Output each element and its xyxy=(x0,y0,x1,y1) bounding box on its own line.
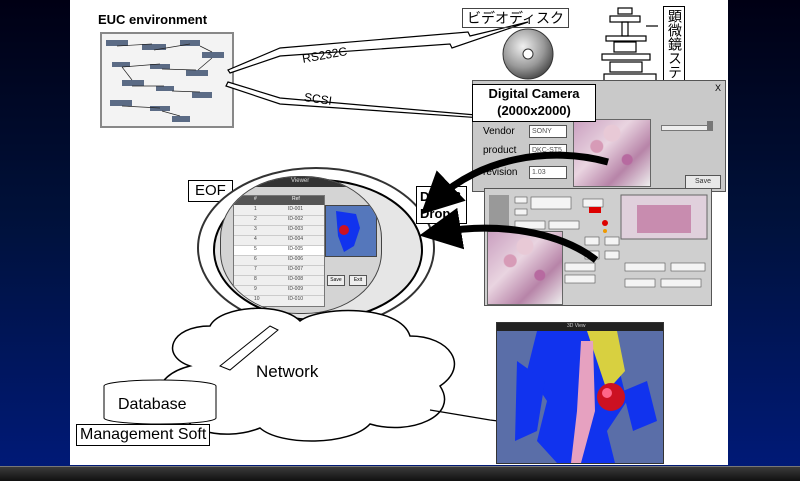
eof-thumbnail-image xyxy=(325,205,377,257)
image-control-panel xyxy=(484,188,712,306)
vendor-field[interactable]: SONY xyxy=(529,125,567,138)
video-disk-icon xyxy=(502,28,554,80)
eof-row-4-id: 4 xyxy=(254,236,257,242)
table-row[interactable]: 5 ID-005 xyxy=(234,246,324,256)
eof-row-9-ref: ID-009 xyxy=(288,286,304,292)
eof-row-6-id: 6 xyxy=(254,256,257,262)
eof-row-7-id: 7 xyxy=(254,266,257,272)
digital-camera-resolution: (2000x2000) xyxy=(497,103,571,118)
eof-titlebar xyxy=(221,177,381,187)
eof-row-2-id: 2 xyxy=(254,216,257,222)
eof-exit-button[interactable]: Exit xyxy=(349,275,367,286)
product-label: product xyxy=(483,145,517,156)
euc-flow-diagram xyxy=(102,34,232,126)
revision-field[interactable]: 1.03 xyxy=(529,166,567,179)
digital-camera-caption: Digital Camera (2000x2000) xyxy=(472,84,596,122)
drag-arrows xyxy=(419,151,609,263)
control-panel-widgets xyxy=(489,194,708,288)
eof-title: Viewer xyxy=(291,178,310,184)
3d-viewer-titlebar xyxy=(497,323,663,331)
network-label: Network xyxy=(256,362,319,381)
slider-knob[interactable] xyxy=(707,121,713,131)
table-row[interactable]: 7 ID-007 xyxy=(234,266,324,276)
camera-save-button[interactable]: Save xyxy=(685,175,721,189)
microscope-icon xyxy=(601,7,658,85)
eof-row-10-id: 10 xyxy=(254,296,260,302)
eof-col-b: Ref xyxy=(292,196,300,202)
table-row[interactable]: 3 ID-003 xyxy=(234,226,324,236)
eof-row-3-ref: ID-003 xyxy=(288,226,304,232)
table-row[interactable]: 1 ID-001 xyxy=(234,206,324,216)
close-icon[interactable]: X xyxy=(714,83,721,93)
eof-row-1-ref: ID-001 xyxy=(288,206,304,212)
database-icon xyxy=(103,379,217,425)
table-row[interactable]: 4 ID-004 xyxy=(234,236,324,246)
video-disk-label: ビデオディスク xyxy=(462,8,570,28)
3d-vessel-render xyxy=(497,331,663,463)
eof-row-1-id: 1 xyxy=(254,206,257,212)
histology-image xyxy=(487,231,563,305)
eof-row-8-ref: ID-008 xyxy=(288,276,304,282)
table-row[interactable]: 9 ID-009 xyxy=(234,286,324,296)
3d-viewer-title: 3D View xyxy=(567,323,586,329)
digital-camera-title: Digital Camera xyxy=(488,86,580,101)
database-label: Database xyxy=(118,396,187,413)
management-soft-label: Management Soft xyxy=(76,424,211,446)
table-row[interactable]: 6 ID-006 xyxy=(234,256,324,266)
slide: EUC environment RS232C SCSI ビデオディスク xyxy=(70,0,728,465)
vessel-thumbnail xyxy=(336,211,360,252)
euc-environment-label: EUC environment xyxy=(98,12,208,27)
eof-row-5-id: 5 xyxy=(254,246,257,252)
eof-row-7-ref: ID-007 xyxy=(288,266,304,272)
camera-slider[interactable] xyxy=(661,125,711,131)
euc-diagram-window xyxy=(100,32,234,128)
eof-row-5-ref: ID-005 xyxy=(288,246,304,252)
table-row[interactable]: 10 ID-010 xyxy=(234,296,324,305)
eof-save-button[interactable]: Save xyxy=(327,275,345,286)
eof-row-10-ref: ID-010 xyxy=(288,296,304,302)
eof-table-header: # Ref xyxy=(234,196,324,205)
eof-row-6-ref: ID-006 xyxy=(288,256,304,262)
eof-col-a: # xyxy=(254,196,257,202)
revision-label: revision xyxy=(483,167,518,178)
eof-row-3-id: 3 xyxy=(254,226,257,232)
eof-row-4-ref: ID-004 xyxy=(288,236,304,242)
eof-row-8-id: 8 xyxy=(254,276,257,282)
3d-viewer-window: 3D View xyxy=(496,322,664,464)
bottom-bar xyxy=(0,466,800,481)
vendor-label: Vendor xyxy=(483,126,515,137)
table-row[interactable]: 2 ID-002 xyxy=(234,216,324,226)
table-row[interactable]: 8 ID-008 xyxy=(234,276,324,286)
tissue-preview-image xyxy=(573,119,651,187)
eof-row-2-ref: ID-002 xyxy=(288,216,304,222)
eof-row-9-id: 9 xyxy=(254,286,257,292)
